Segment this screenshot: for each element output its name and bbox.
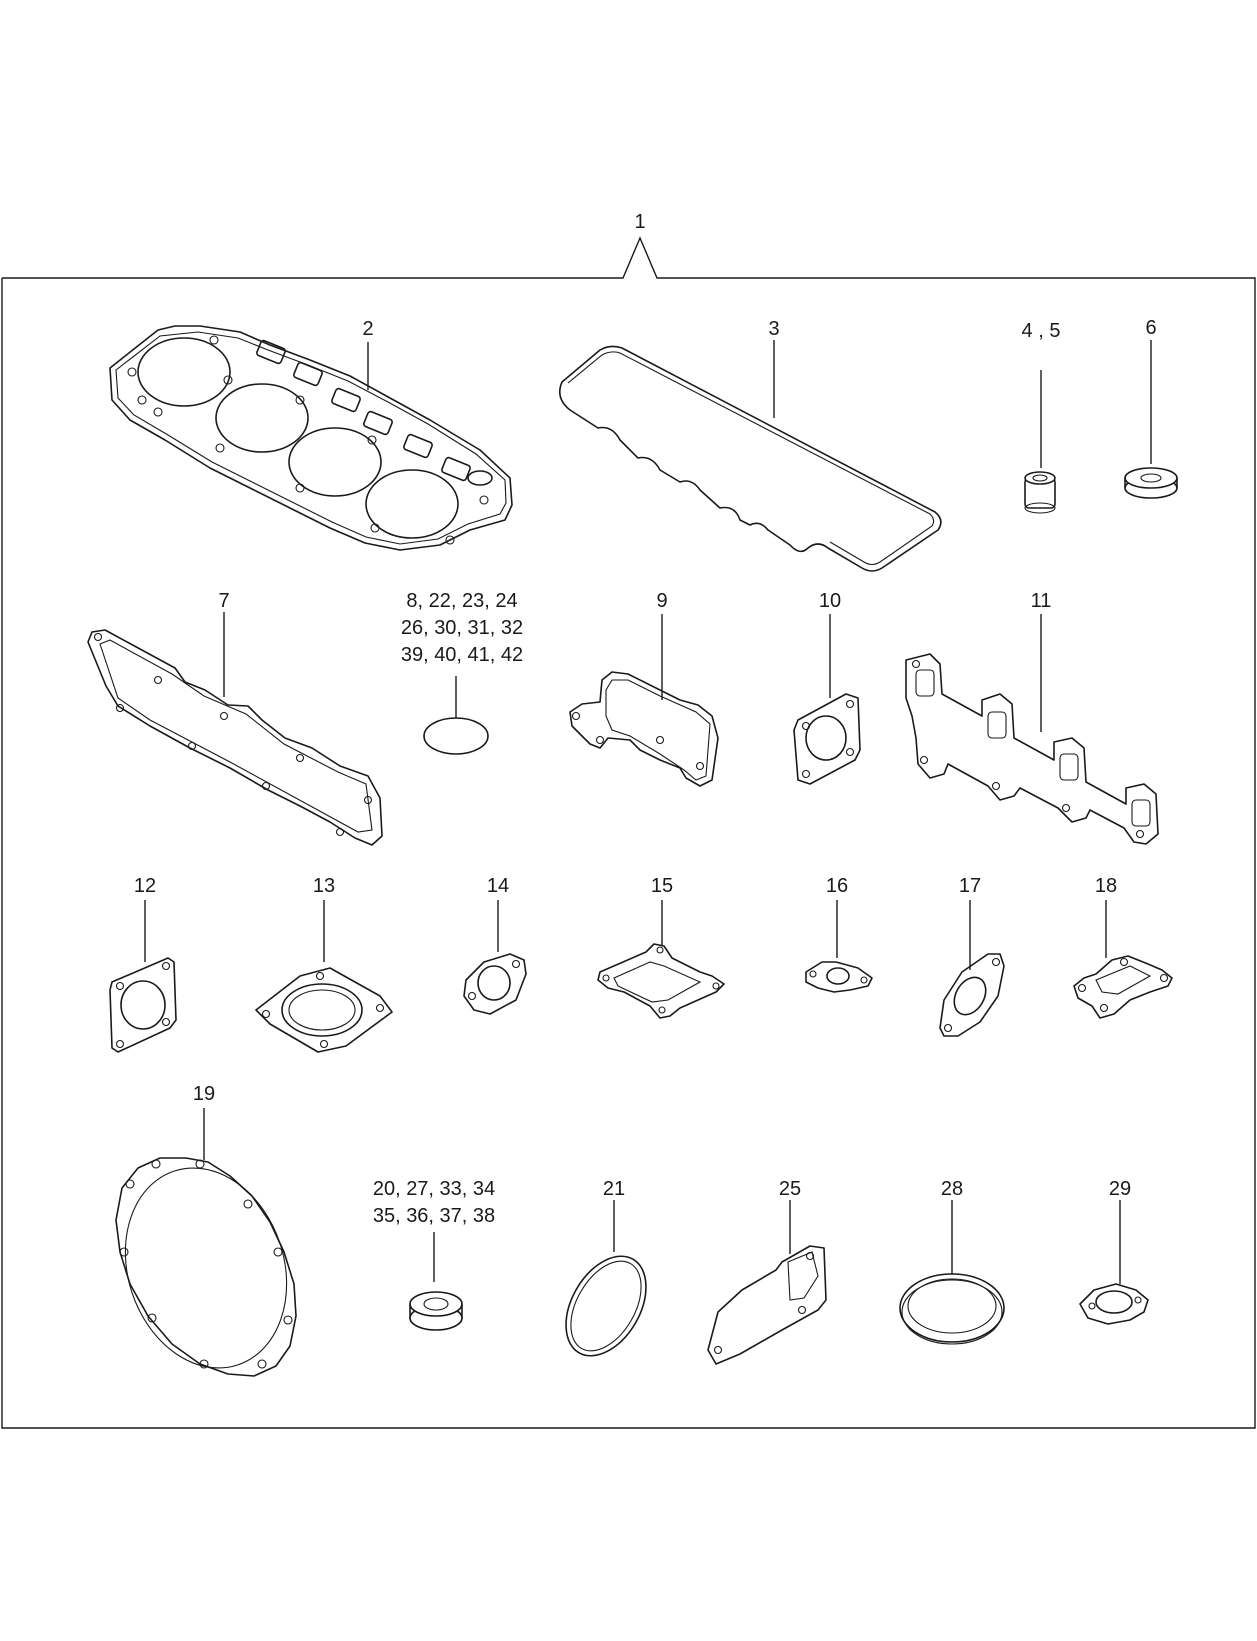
callout-18: 18 xyxy=(1095,875,1117,897)
part-8-o-ring-group[interactable]: 8, 22, 23, 24 26, 30, 31, 32 39, 40, 41,… xyxy=(401,590,523,755)
callout-7: 7 xyxy=(218,590,229,612)
callout-6: 6 xyxy=(1145,317,1156,339)
callout-20-line-2: 35, 36, 37, 38 xyxy=(373,1205,495,1227)
part-15-gasket[interactable]: 15 xyxy=(597,875,725,1019)
callout-28: 28 xyxy=(941,1178,963,1200)
part-4-5-valve-stem-seal[interactable]: 4 , 5 xyxy=(1022,320,1061,514)
part-13-gasket[interactable]: 13 xyxy=(255,875,393,1053)
part-14-gasket[interactable]: 14 xyxy=(463,875,527,1015)
part-7-intake-gasket[interactable]: 7 xyxy=(87,590,383,846)
callout-9: 9 xyxy=(656,590,667,612)
callout-8-line-3: 39, 40, 41, 42 xyxy=(401,644,523,666)
callout-14: 14 xyxy=(487,875,509,897)
part-18-gasket[interactable]: 18 xyxy=(1073,875,1173,1019)
part-2-head-gasket[interactable]: 2 xyxy=(109,318,513,551)
callout-15: 15 xyxy=(651,875,673,897)
callout-20-line-1: 20, 27, 33, 34 xyxy=(373,1178,495,1200)
part-17-gasket[interactable]: 17 xyxy=(939,875,1005,1037)
callout-13: 13 xyxy=(313,875,335,897)
kit-frame: 1 xyxy=(1,211,1256,1429)
part-11-exhaust-gasket[interactable]: 11 xyxy=(905,590,1159,845)
part-19-cover-gasket[interactable]: 19 xyxy=(100,1083,311,1389)
callout-16: 16 xyxy=(826,875,848,897)
part-28-flat-ring[interactable]: 28 xyxy=(899,1178,1005,1345)
part-12-gasket[interactable]: 12 xyxy=(109,875,177,1053)
part-29-gasket[interactable]: 29 xyxy=(1079,1178,1149,1325)
callout-25: 25 xyxy=(779,1178,801,1200)
part-6-washer[interactable]: 6 xyxy=(1124,317,1178,499)
part-20-seal-ring-group[interactable]: 20, 27, 33, 34 35, 36, 37, 38 xyxy=(373,1178,495,1331)
callout-1[interactable]: 1 xyxy=(634,211,645,233)
callout-11: 11 xyxy=(1031,590,1052,612)
part-3-valve-cover-gasket[interactable]: 3 xyxy=(559,318,942,572)
callout-12: 12 xyxy=(134,875,156,897)
callout-21: 21 xyxy=(603,1178,625,1200)
callout-19: 19 xyxy=(193,1083,215,1105)
callout-3: 3 xyxy=(768,318,779,340)
callout-8-line-2: 26, 30, 31, 32 xyxy=(401,617,523,639)
callout-8-line-1: 8, 22, 23, 24 xyxy=(406,590,517,612)
callout-2: 2 xyxy=(362,318,373,340)
part-21-o-ring[interactable]: 21 xyxy=(550,1178,663,1370)
part-16-gasket[interactable]: 16 xyxy=(805,875,873,993)
part-10-gasket[interactable]: 10 xyxy=(793,590,861,785)
part-25-gasket[interactable]: 25 xyxy=(707,1178,827,1365)
callout-17: 17 xyxy=(959,875,981,897)
callout-10: 10 xyxy=(819,590,841,612)
part-9-gasket[interactable]: 9 xyxy=(569,590,719,787)
callout-4-5: 4 , 5 xyxy=(1022,320,1061,342)
callout-29: 29 xyxy=(1109,1178,1131,1200)
